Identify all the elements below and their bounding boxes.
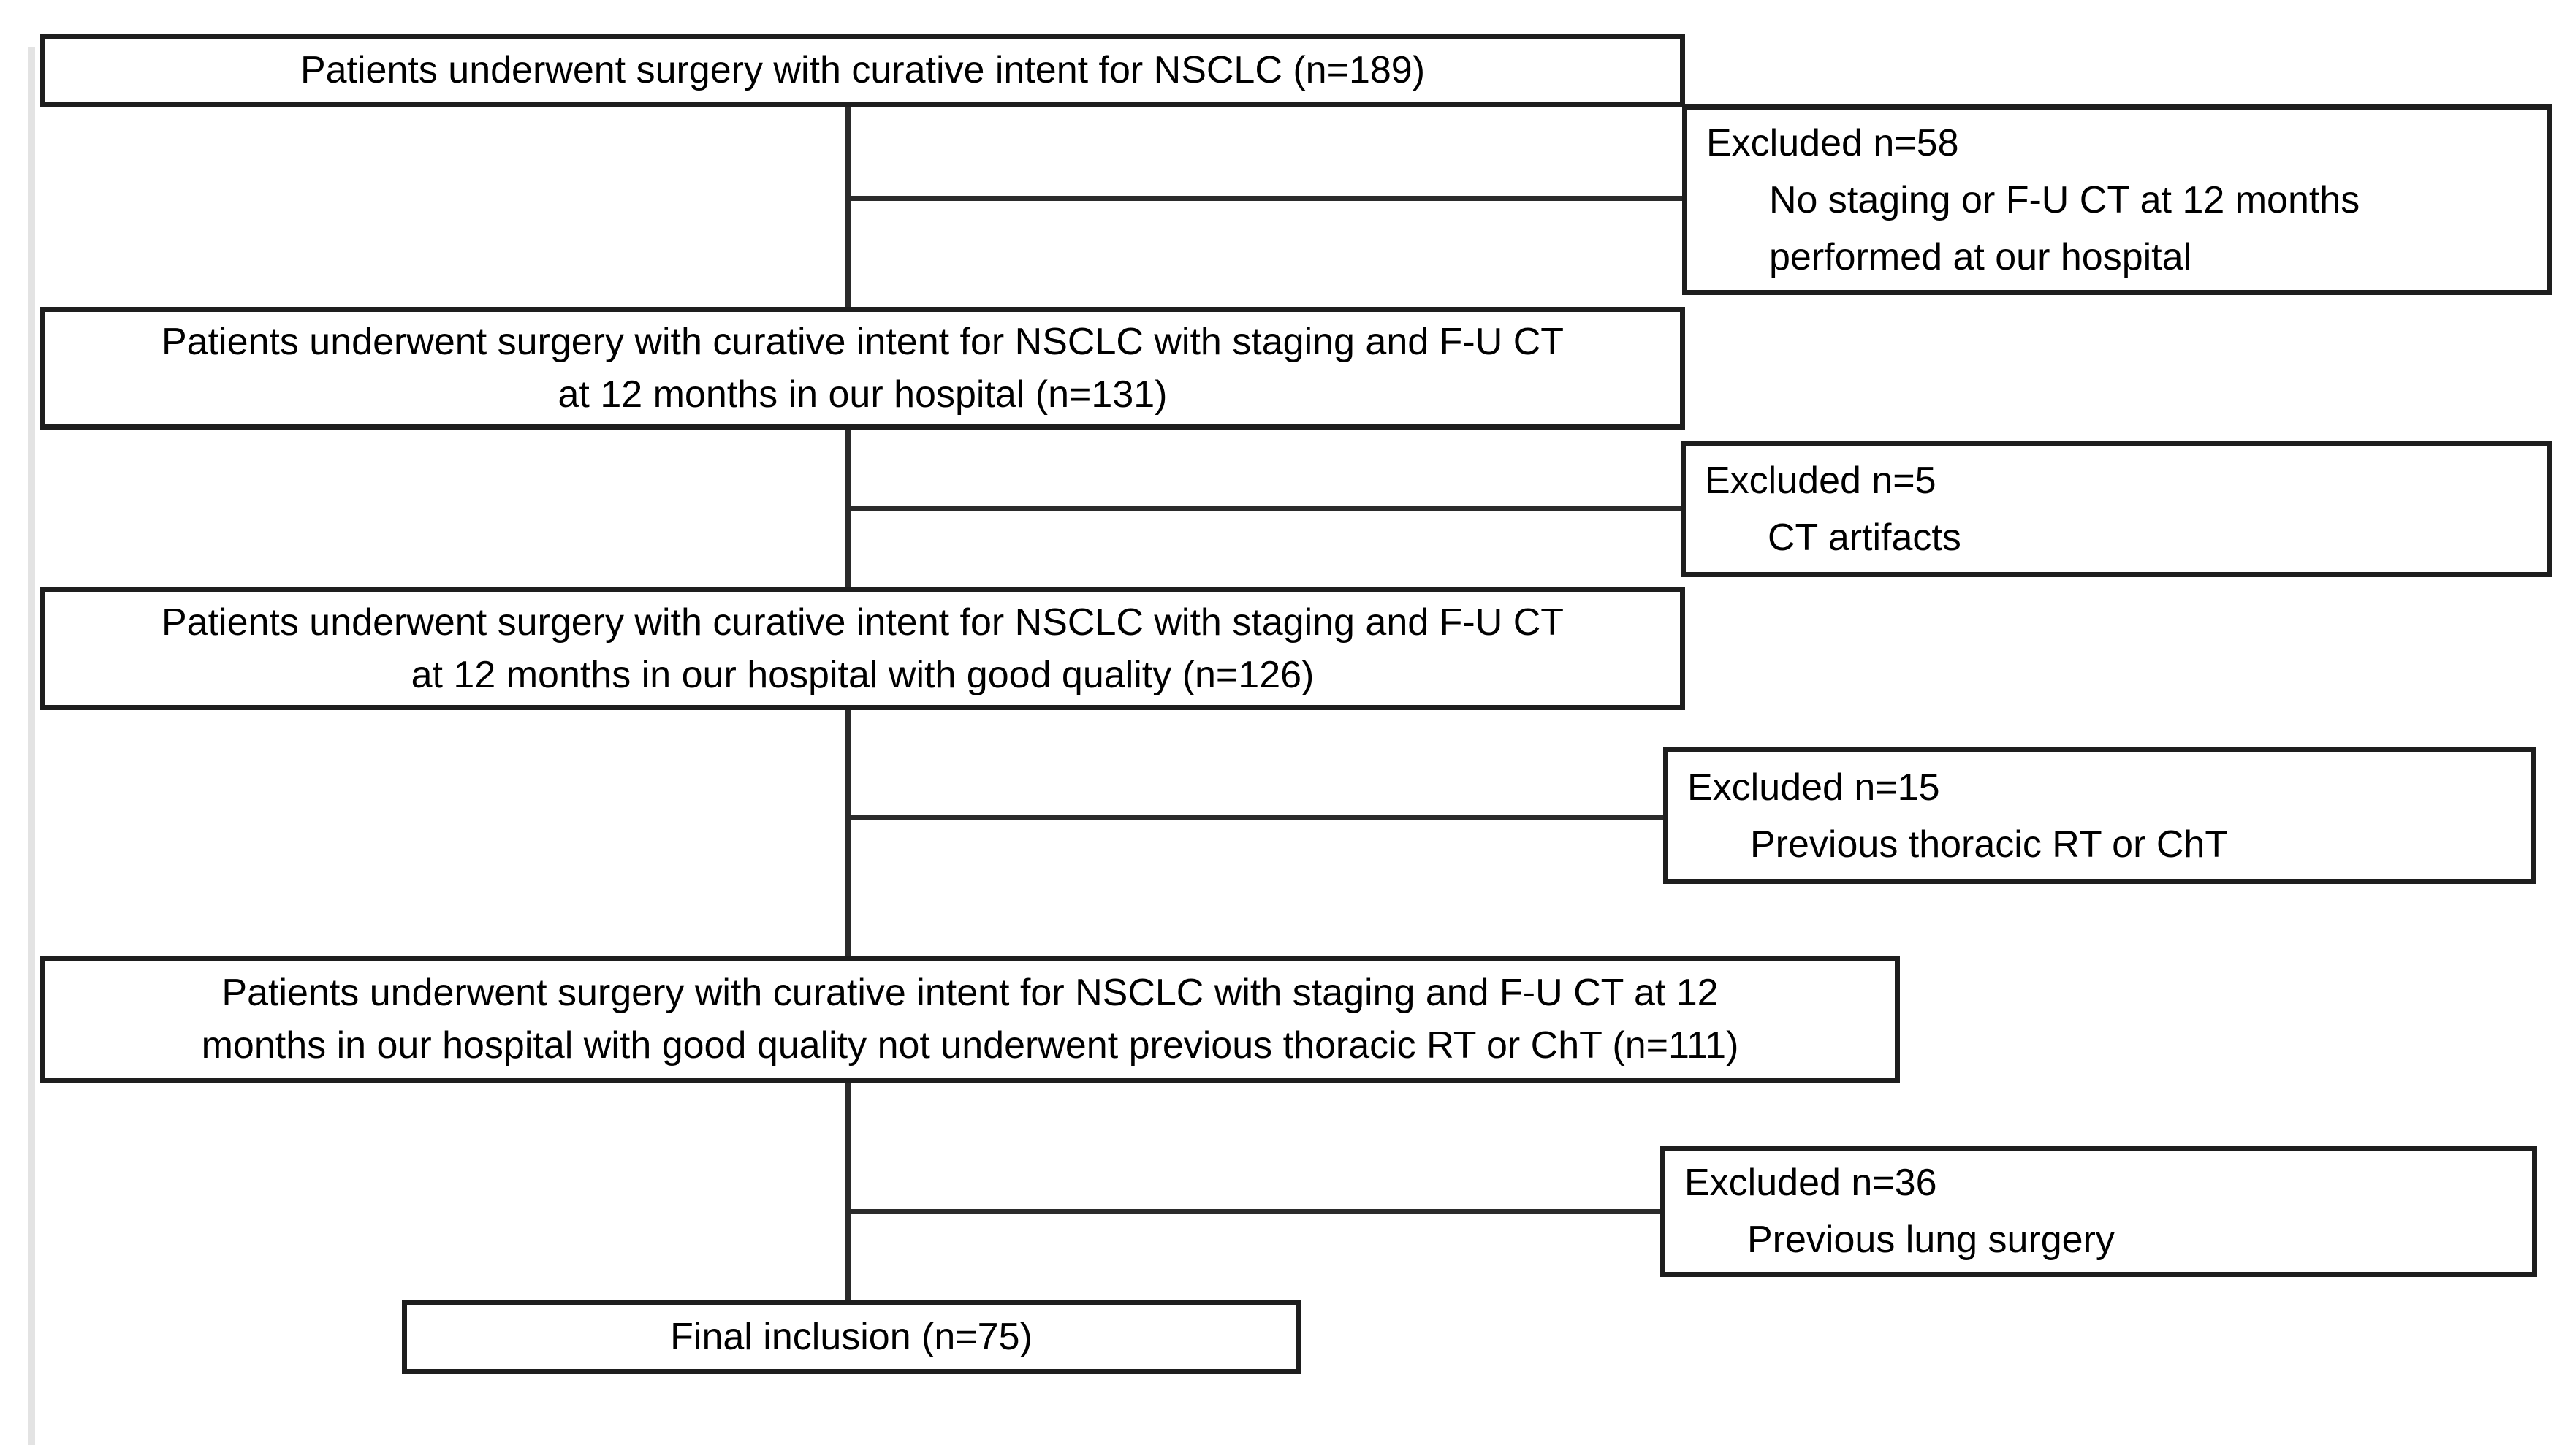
excluded-box-ct-artifacts: Excluded n=5 CT artifacts xyxy=(1681,441,2552,577)
excluded-box-previous-rt-cht: Excluded n=15 Previous thoracic RT or Ch… xyxy=(1663,747,2536,884)
flow-box-text: Patients underwent surgery with curative… xyxy=(300,49,1426,91)
flow-box-text: at 12 months in our hospital with good q… xyxy=(411,653,1315,696)
excluded-reason: Previous thoracic RT or ChT xyxy=(1750,823,2229,866)
excluded-count-label: Excluded n=36 xyxy=(1684,1162,1937,1204)
excluded-reason: performed at our hospital xyxy=(1769,235,2192,278)
branch-line-excluded-1 xyxy=(845,196,1686,201)
branch-line-excluded-4 xyxy=(845,1209,1664,1214)
flow-box-text: Patients underwent surgery with curative… xyxy=(161,601,1565,644)
left-margin-rule xyxy=(28,47,35,1445)
branch-line-excluded-3 xyxy=(845,815,1667,820)
branch-line-excluded-2 xyxy=(845,506,1684,511)
flow-box-final-inclusion: Final inclusion (n=75) xyxy=(402,1300,1301,1374)
flow-box-staging-fu-ct: Patients underwent surgery with curative… xyxy=(40,307,1685,430)
flow-box-text: Patients underwent surgery with curative… xyxy=(221,972,1719,1014)
flow-box-text: at 12 months in our hospital (n=131) xyxy=(558,373,1168,416)
excluded-count-label: Excluded n=15 xyxy=(1687,766,1940,809)
excluded-reason: CT artifacts xyxy=(1768,516,1961,559)
excluded-box-no-staging-ct: Excluded n=58 No staging or F-U CT at 12… xyxy=(1682,104,2552,295)
flow-box-text: Patients underwent surgery with curative… xyxy=(161,321,1565,363)
excluded-count-label: Excluded n=5 xyxy=(1705,459,1936,502)
flow-box-text: Final inclusion (n=75) xyxy=(670,1316,1033,1358)
excluded-reason: No staging or F-U CT at 12 months xyxy=(1769,178,2360,221)
excluded-count-label: Excluded n=58 xyxy=(1706,121,1959,164)
flow-box-initial-cohort: Patients underwent surgery with curative… xyxy=(40,34,1685,107)
flow-box-text: months in our hospital with good quality… xyxy=(201,1024,1739,1067)
excluded-box-previous-lung-surgery: Excluded n=36 Previous lung surgery xyxy=(1660,1146,2537,1277)
flow-box-no-previous-rt-cht: Patients underwent surgery with curative… xyxy=(40,956,1900,1083)
excluded-reason: Previous lung surgery xyxy=(1747,1219,2115,1261)
flow-box-good-quality: Patients underwent surgery with curative… xyxy=(40,587,1685,710)
